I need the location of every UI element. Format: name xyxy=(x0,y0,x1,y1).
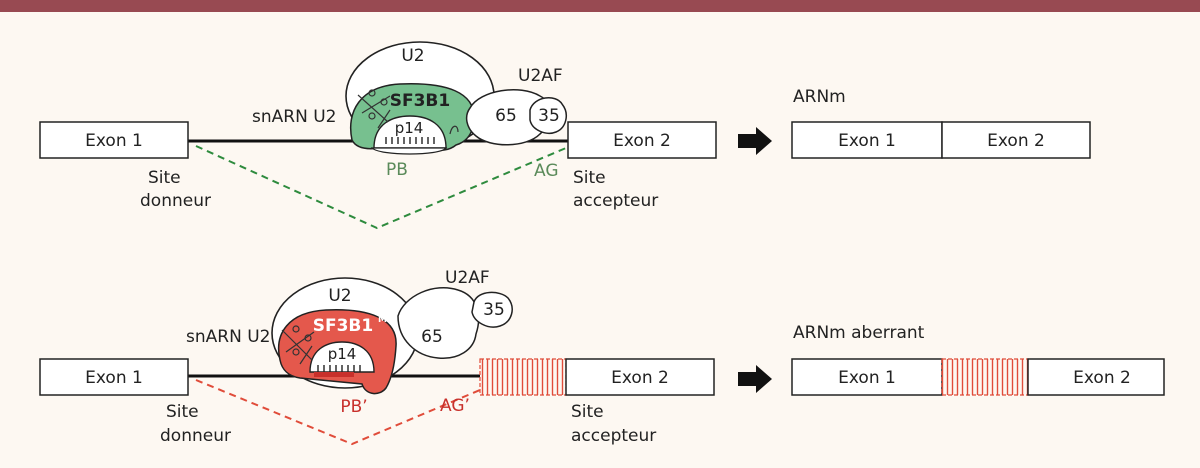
sf3b1-mut-label: SF3B1 xyxy=(313,316,373,336)
site-donneur-line2: donneur xyxy=(160,426,231,446)
ag-label: AG xyxy=(534,161,559,181)
splice-path-aberrant xyxy=(195,379,481,446)
mrna-exon2-label: Exon 2 xyxy=(987,131,1045,151)
p14-label: p14 xyxy=(395,119,424,137)
u2af-label: U2AF xyxy=(518,66,563,86)
top-bar xyxy=(0,0,1200,12)
site-donneur-line2: donneur xyxy=(140,191,211,211)
exon2-label: Exon 2 xyxy=(613,131,671,151)
base-pairing-ticks xyxy=(385,137,435,144)
site-accepteur-line2: accepteur xyxy=(573,191,658,211)
site-accepteur-line2: accepteur xyxy=(571,426,656,446)
pb-label: PB xyxy=(386,160,408,180)
exon2-normal: Exon 2 xyxy=(567,121,717,159)
mrna-title: ARNm xyxy=(793,87,846,107)
p14-shape xyxy=(309,341,375,373)
u2af65-shape xyxy=(465,89,552,146)
ag-prime-label: AG’ xyxy=(440,396,470,416)
mrna-normal: Exon 1 Exon 2 xyxy=(791,121,1091,159)
snrna-stem-loops xyxy=(357,89,459,135)
snrna-stem-loops xyxy=(281,325,315,365)
u2af65-label: 65 xyxy=(495,106,517,126)
pb-lobe xyxy=(370,147,448,155)
exon1-label: Exon 1 xyxy=(85,368,143,388)
u2af-normal: 65 35 U2AF xyxy=(465,66,568,146)
u2af35-label: 35 xyxy=(483,300,505,320)
mrna-aberrant: Exon 1 Exon 2 xyxy=(791,358,1165,396)
exon1-normal: Exon 1 xyxy=(39,121,189,159)
aberrant-splicing-panel: U2 SF3B1 MUT p14 xyxy=(39,268,1165,446)
u2-label: U2 xyxy=(328,286,351,306)
u2-snrnp-mutant: U2 SF3B1 MUT p14 xyxy=(271,277,419,395)
exon1-label: Exon 1 xyxy=(85,131,143,151)
site-donneur-line1: Site xyxy=(148,168,181,188)
u2af35-shape xyxy=(529,97,568,134)
exon1-mutant: Exon 1 xyxy=(39,358,189,396)
mut-superscript: MUT xyxy=(378,315,401,325)
u2af65-label: 65 xyxy=(421,327,443,347)
mrna-aberrant-title: ARNm aberrant xyxy=(793,323,925,343)
p14-label: p14 xyxy=(328,345,357,363)
snarn-u2-label: snARN U2 xyxy=(186,327,270,347)
u2af-mutant: 65 35 U2AF xyxy=(397,268,513,359)
right-arrow-icon xyxy=(738,127,772,155)
mrna-exon1-label: Exon 1 xyxy=(838,131,896,151)
u2-label: U2 xyxy=(401,46,424,66)
u2-snrnp-normal: U2 SF3B1 p14 xyxy=(345,41,495,155)
site-donneur-line1: Site xyxy=(166,402,199,422)
sf3b1-label: SF3B1 xyxy=(390,91,450,111)
splice-path-normal xyxy=(195,145,567,230)
base-pairing-ticks xyxy=(317,365,361,372)
snarn-u2-label: snARN U2 xyxy=(252,107,336,127)
right-arrow-icon xyxy=(738,365,772,393)
u2af-label: U2AF xyxy=(445,268,490,288)
pb-prime-label: PB’ xyxy=(340,397,367,417)
exon2-label: Exon 2 xyxy=(611,368,669,388)
site-accepteur-line1: Site xyxy=(573,168,606,188)
pb-prime-mark xyxy=(314,372,354,377)
u2af35-label: 35 xyxy=(538,106,560,126)
u2af35-shape xyxy=(471,291,513,328)
normal-splicing-panel: U2 SF3B1 p14 xyxy=(39,41,1091,230)
exon2-mutant: Exon 2 xyxy=(565,358,715,396)
mrna-exon1-label: Exon 1 xyxy=(838,368,896,388)
cryptic-intron-region xyxy=(479,358,567,396)
u2af65-shape xyxy=(397,287,480,359)
mrna-exon2-label: Exon 2 xyxy=(1073,368,1131,388)
retained-intron-segment xyxy=(941,358,1029,396)
site-accepteur-line1: Site xyxy=(571,402,604,422)
